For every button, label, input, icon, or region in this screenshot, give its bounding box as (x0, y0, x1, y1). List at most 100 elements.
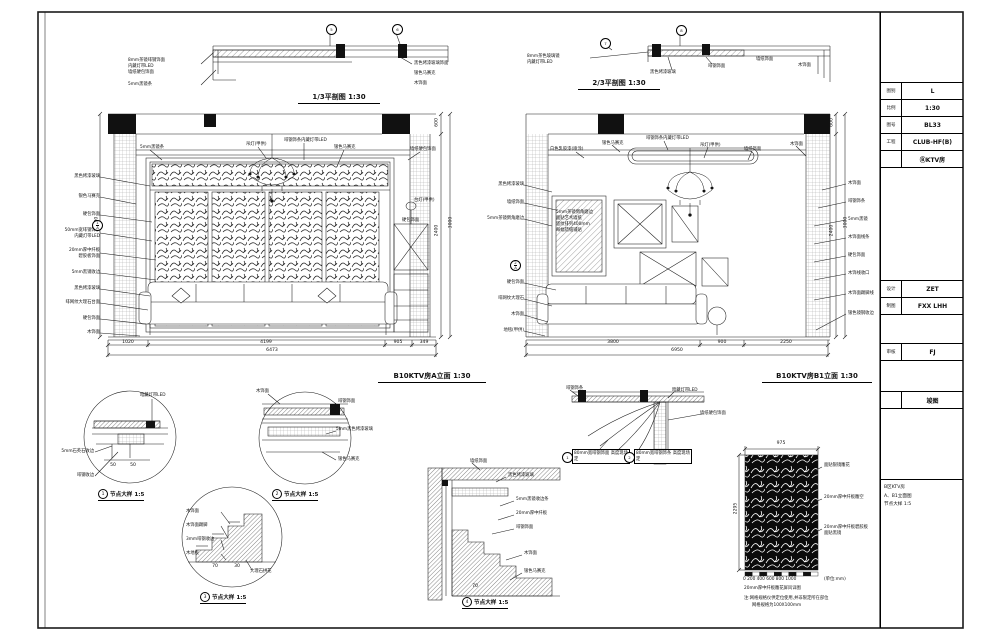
annotation-label: 木饰面 (790, 142, 803, 147)
annotation-label: 黑色烤漆玻璃 (74, 286, 100, 291)
annotation-label: 银色镜钢收边 (848, 311, 874, 316)
annotation-label: 啡网纹大理石 (498, 296, 524, 301)
annotation-label: 5mm黑镜收边条 (516, 497, 549, 502)
dimension-text: 50 (130, 463, 136, 468)
annotation-label: 网格规格为100X100mm (752, 603, 802, 608)
detail-title-text: 节点大样 1:5 (474, 600, 509, 606)
annotation-label: 墙纸饰面 (756, 57, 774, 62)
callout-marker-icon: 6 (392, 24, 403, 35)
annotation-label: 硬包饰面 (506, 280, 524, 285)
annotation-label: 啡钢饰条 (848, 199, 866, 204)
callout-marker-icon: 5 (326, 24, 337, 35)
titleblock-spacer (881, 360, 963, 391)
annotation-label: 20mm厚中纤板 (68, 248, 100, 253)
annotation-label: 20mm厚中纤板碧胶板 (824, 525, 868, 530)
dimension-text: 600 (829, 118, 835, 127)
annotation-label: 黑色烤漆玻璃 (498, 182, 524, 187)
annotation-label: 大理石拼花 (250, 569, 272, 574)
drawing-title: B10KTV房A立面 1:30 (378, 371, 486, 383)
annotation-label: 竖纹排列400mm (556, 222, 590, 227)
annotation-label: 银色马赛克 (334, 145, 356, 150)
annotation-label: 啡钢饰面 (708, 64, 726, 69)
titleblock-value: L (930, 87, 935, 95)
titleblock-label: 工程 (881, 134, 902, 150)
titleblock-value: 竣图 (926, 397, 939, 405)
titleblock-row: 设计 ZET (881, 280, 963, 297)
detail-title-text: 节点大样 1:5 (110, 492, 145, 498)
titleblock-row: 比例 1:30 (881, 99, 963, 116)
titleblock-label: 制图 (881, 298, 902, 314)
annotation-label: 银色马赛克 (602, 141, 624, 146)
titleblock-label (881, 151, 902, 167)
annotation-label: 每幅错缝铺贴 (556, 228, 582, 233)
annotation-label: 银色马赛克 (524, 569, 546, 574)
annotation-label: 50mm宽啡钢饰条 (64, 228, 100, 233)
titleblock-value: FXX LHH (917, 302, 948, 310)
annotation-label: 20mm厚中纤板 (516, 511, 548, 516)
annotation-label: 啡网纹大理石台面 (65, 300, 100, 305)
drawing-title: B10KTV房B1立面 1:30 (762, 371, 872, 383)
titleblock-value: BL33 (924, 121, 941, 129)
annotation-label: 0 200 400 600 800 1000 (743, 577, 797, 582)
titleblock-row: ⒷKTV房 (881, 150, 963, 167)
titleblock-value: 1:30 (925, 104, 940, 112)
titleblock-value: FJ (929, 348, 936, 356)
annotation-label: 银色马赛克 (338, 457, 360, 462)
annotation-label: 墙纸饰面 (744, 147, 762, 152)
annotation-label: 木饰面 (848, 181, 861, 186)
dimension-text: 600 (434, 118, 440, 127)
annotation-label: 吊灯(甲供) (246, 142, 267, 147)
callout-marker-icon: 2 (624, 452, 635, 463)
annotation-label: 3mm啡钢收边 (186, 537, 215, 542)
annotation-label: 墙纸硬包饰面 (700, 411, 726, 416)
titleblock-row: 竣图 (881, 391, 963, 408)
annotation-label: 地毯(甲供) (503, 328, 524, 333)
dimension-text: 50 (110, 463, 116, 468)
annotation-label: 墙纸饰面 (506, 200, 524, 205)
annotation-label: 内藏灯带LED (74, 234, 100, 239)
annotation-label: 木地板 (186, 551, 199, 556)
titleblock-value: CLUB-HF(B) (912, 138, 953, 146)
dimension-text: 6473 (266, 348, 278, 353)
titleblock-note-line: B区KTV房 (884, 485, 905, 490)
annotation-label: 啡钢饰条内藏灯带LED (646, 136, 689, 141)
detail-number-icon: 4 (462, 597, 472, 607)
titleblock-row: 制图 FXX LHH (881, 297, 963, 314)
annotation-label: 墙纸硬包饰面 (410, 147, 436, 152)
annotation-label: 台灯(甲供) (414, 198, 435, 203)
drawing-title: 2/3平剖图 1:30 (578, 78, 660, 90)
annotation-label: 吊灯(甲供) (700, 143, 721, 148)
annotation-label: 木饰面 (524, 551, 537, 556)
annotation-label: 黑色烤漆玻璃 (74, 174, 100, 179)
annotation-label: 5mm黑色烤漆玻璃 (336, 427, 373, 432)
dimension-text: 3000 (843, 216, 849, 229)
titleblock-value: ZET (926, 285, 939, 293)
titleblock-label: 设计 (881, 281, 902, 297)
dimension-text: 70 (212, 564, 218, 569)
annotation-label: 20mm厚中纤板雕花屏风详图 (744, 586, 801, 591)
titleblock-label (881, 392, 902, 408)
annotation-label: 内藏灯带LED (128, 64, 154, 69)
dimension-text: 30 (234, 564, 240, 569)
annotation-label: 木饰线收口 (848, 271, 870, 276)
dimension-text: 3000 (448, 216, 454, 229)
annotation-label: 80mm宽啡钢饰面 高度现场定 (572, 449, 630, 465)
titleblock-row: 工程 CLUB-HF(B) (881, 133, 963, 150)
detail-number-icon: 3 (200, 592, 210, 602)
annotation-label: 木饰面 (256, 389, 269, 394)
dimension-text: 1020 (122, 340, 134, 345)
titleblock-notes: B区KTV房 A、B1立面图 节点大样 1:5 (881, 479, 963, 628)
titleblock-label: 图别 (881, 83, 902, 99)
titleblock-label: 比例 (881, 100, 902, 116)
annotation-label: 面贴银镜雕花 (824, 463, 850, 468)
dimension-text: 905 (393, 340, 403, 345)
titleblock-note-line: 节点大样 1:5 (884, 502, 912, 508)
dimension-text: 70 (472, 584, 478, 589)
titleblock-spacer (881, 314, 963, 343)
detail-title-text: 节点大样 1:5 (212, 595, 247, 601)
